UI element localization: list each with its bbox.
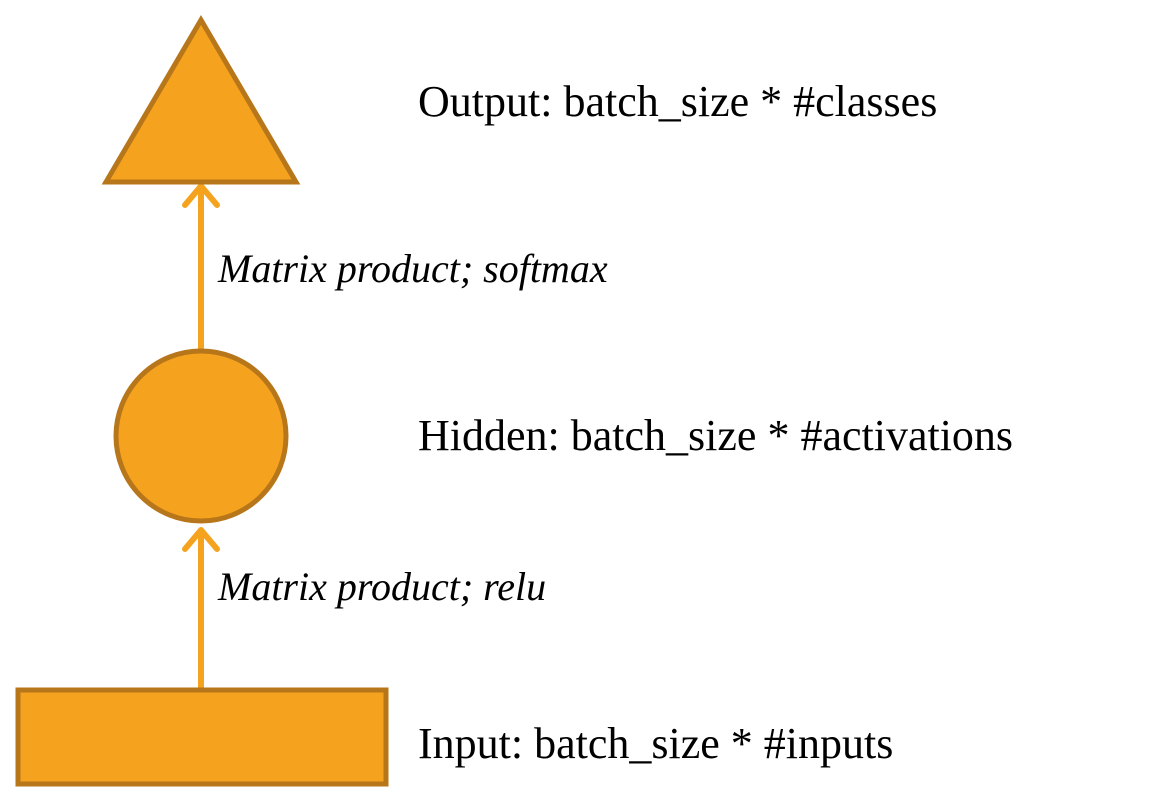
arrowhead-input-to-hidden [182, 527, 220, 552]
edge-input-to-hidden [182, 527, 220, 693]
edge-hidden-to-output [182, 183, 220, 355]
input-label: Input: batch_size * #inputs [418, 719, 893, 768]
arrowhead-hidden-to-output [182, 183, 220, 208]
output-triangle [101, 15, 301, 185]
output-label: Output: batch_size * #classes [418, 77, 937, 126]
edge-label-hidden-to-output: Matrix product; softmax [217, 246, 608, 291]
input-rectangle [15, 687, 389, 787]
hidden-label: Hidden: batch_size * #activations [418, 411, 1013, 460]
hidden-circle [113, 348, 289, 524]
edge-label-input-to-hidden: Matrix product; relu [217, 564, 546, 609]
